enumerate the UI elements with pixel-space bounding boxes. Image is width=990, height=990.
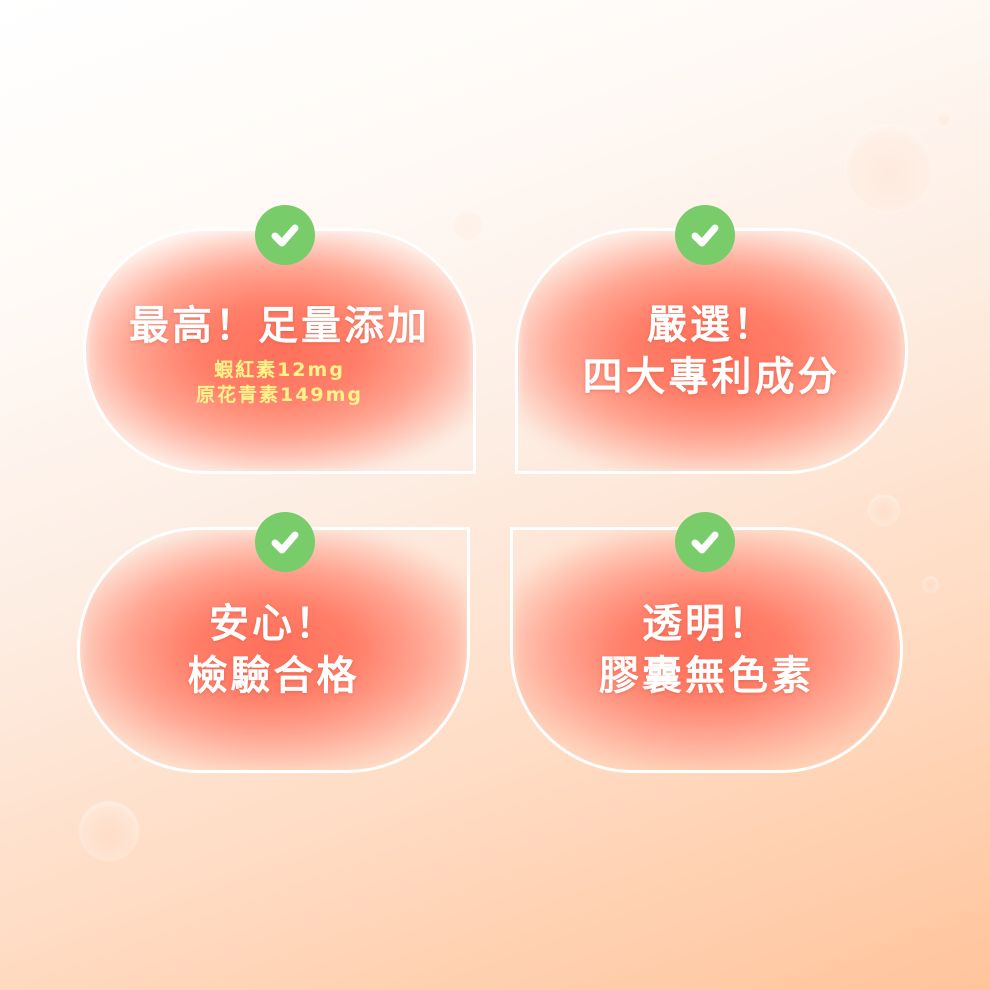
card-title: 安心！ [209, 600, 338, 647]
card-glow [518, 231, 905, 471]
card-title: 透明！ [642, 600, 771, 647]
decorative-bubble [937, 112, 951, 126]
card-title: 四大專利成分 [582, 353, 841, 400]
card-title: 嚴選！ [647, 301, 776, 348]
check-circle-icon [675, 512, 735, 572]
decorative-bubble [869, 495, 899, 525]
card-title: 膠囊無色素 [599, 652, 814, 699]
check-circle-icon [675, 205, 735, 265]
card-subtitle: 原花青素149mg [195, 384, 364, 406]
decorative-bubble [846, 125, 932, 211]
feature-card-dosage: 最高！足量添加 蝦紅素12mg 原花青素149mg [83, 228, 476, 474]
check-circle-icon [255, 512, 315, 572]
feature-card-tested: 安心！ 檢驗合格 [77, 527, 470, 773]
decorative-bubble [80, 802, 138, 860]
decorative-bubble [923, 577, 938, 592]
card-subtitle: 蝦紅素12mg [214, 359, 345, 381]
feature-card-patented-ingredients: 嚴選！ 四大專利成分 [515, 228, 908, 474]
check-circle-icon [255, 205, 315, 265]
card-glow [86, 231, 473, 471]
card-title: 最高！足量添加 [129, 302, 430, 349]
card-title: 檢驗合格 [187, 652, 360, 699]
